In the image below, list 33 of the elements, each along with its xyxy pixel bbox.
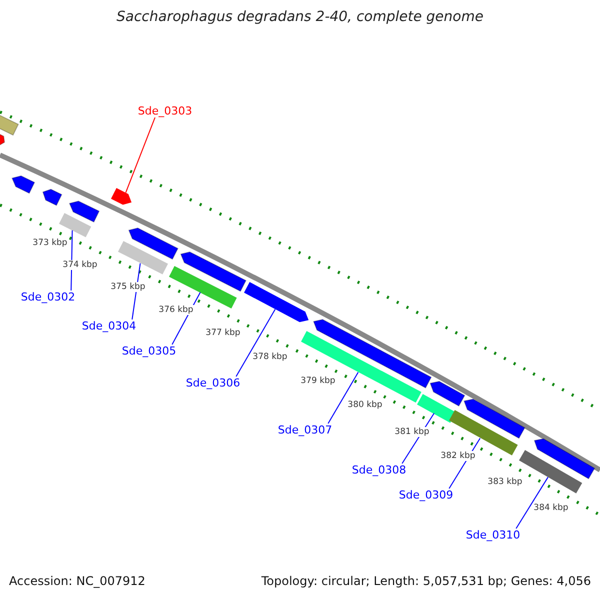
leader-line bbox=[516, 476, 548, 529]
tick-label: 375 kbp bbox=[110, 282, 146, 292]
tick-label: 379 kbp bbox=[300, 376, 336, 386]
gene-label: Sde_0302 bbox=[20, 290, 76, 304]
footer-text: Topology: circular; Length: 5,057,531 bp; Genes: 4,056 bbox=[261, 574, 591, 588]
gene-label: Sde_0308 bbox=[352, 464, 406, 476]
tick-label: 376 kbp bbox=[158, 305, 194, 315]
gene-feature bbox=[118, 241, 168, 275]
tick-label: 373 kbp bbox=[32, 238, 68, 248]
tick-label: 384 kbp bbox=[532, 503, 570, 513]
leader-line bbox=[328, 372, 359, 424]
tick-label: 382 kbp bbox=[440, 451, 476, 461]
gene-feature bbox=[58, 212, 92, 238]
gene-label: Sde_0307 bbox=[278, 424, 332, 436]
gene-feature bbox=[417, 394, 457, 422]
tick-label: 377 kbp bbox=[204, 328, 242, 338]
footer-text: Accession: NC_007912 bbox=[9, 574, 146, 588]
title: Saccharophagus degradans 2-40, complete genome bbox=[116, 9, 484, 25]
tick-label: 380 kbp bbox=[346, 400, 384, 410]
gene-feature bbox=[244, 282, 309, 322]
tick-label: 381 kbp bbox=[394, 427, 430, 437]
gene-label: Sde_0306 bbox=[186, 376, 240, 390]
gene-label: Sde_0310 bbox=[466, 528, 520, 542]
tick-label: 378 kbp bbox=[252, 352, 288, 362]
gene-label: Sde_0304 bbox=[82, 320, 136, 332]
tick-label: 374 kbp bbox=[62, 260, 98, 270]
leader-line bbox=[236, 308, 276, 377]
tick-label: 383 kbp bbox=[486, 477, 524, 487]
gene-label: Sde_0309 bbox=[398, 488, 454, 502]
gene-feature bbox=[111, 188, 132, 205]
gene-label: Sde_0303 bbox=[138, 104, 192, 118]
leader-line bbox=[125, 117, 156, 194]
gene-label: Sde_0305 bbox=[122, 344, 176, 358]
